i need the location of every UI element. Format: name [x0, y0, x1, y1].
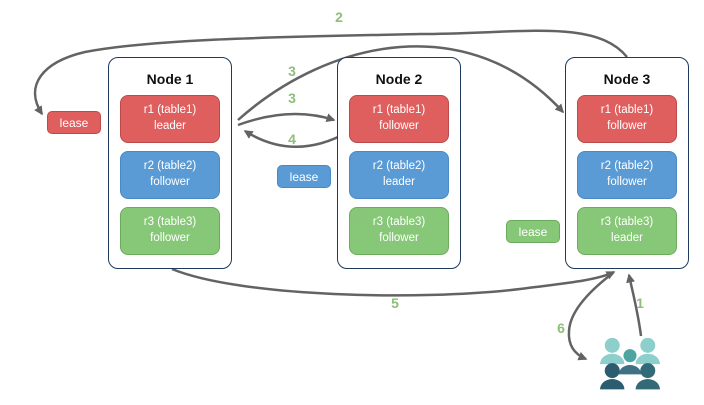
node-2-replica-r3: r3 (table3) follower	[349, 207, 449, 255]
node-1-replica-r3: r3 (table3) follower	[120, 207, 220, 255]
replica-role: follower	[379, 232, 419, 244]
replica-name: r1 (table1)	[600, 104, 654, 117]
node-3-replica-r1: r1 (table1) follower	[577, 95, 677, 143]
node-2-title: Node 2	[375, 71, 423, 87]
node-2: Node 2 r1 (table1) follower r2 (table2) …	[337, 57, 461, 269]
lease-badge-table3: lease	[506, 220, 560, 243]
step-label-3a: 3	[288, 63, 296, 79]
replica-name: r1 (table1)	[372, 104, 426, 117]
node-2-replica-r2: r2 (table2) leader	[349, 151, 449, 199]
step-label-3b: 3	[288, 90, 296, 106]
node-1-replica-r1: r1 (table1) leader	[120, 95, 220, 143]
replica-name: r2 (table2)	[372, 160, 426, 173]
replica-name: r3 (table3)	[372, 216, 426, 229]
replica-role: leader	[154, 120, 186, 132]
replica-name: r1 (table1)	[143, 104, 197, 117]
step-label-4: 4	[288, 131, 296, 147]
node-2-replica-r1: r1 (table1) follower	[349, 95, 449, 143]
replica-name: r3 (table3)	[600, 216, 654, 229]
step-label-1: 1	[636, 295, 644, 311]
replica-role: follower	[607, 120, 647, 132]
node-1-replica-r2: r2 (table2) follower	[120, 151, 220, 199]
replica-name: r3 (table3)	[143, 216, 197, 229]
replica-role: leader	[383, 176, 415, 188]
node-1-title: Node 1	[146, 71, 194, 87]
replica-role: follower	[150, 232, 190, 244]
step-label-6: 6	[557, 320, 565, 336]
replica-role: leader	[611, 232, 643, 244]
node-3-replica-r2: r2 (table2) follower	[577, 151, 677, 199]
replica-name: r2 (table2)	[143, 160, 197, 173]
lease-badge-table2: lease	[277, 165, 331, 188]
user-group-icon	[600, 337, 660, 390]
step-label-2: 2	[335, 9, 343, 25]
replica-role: follower	[379, 120, 419, 132]
arrow-step-5	[171, 267, 616, 297]
node-1: Node 1 r1 (table1) leader r2 (table2) fo…	[108, 57, 232, 269]
replica-role: follower	[150, 176, 190, 188]
node-3: Node 3 r1 (table1) follower r2 (table2) …	[565, 57, 689, 269]
step-label-5: 5	[391, 295, 399, 311]
replica-name: r2 (table2)	[600, 160, 654, 173]
arrow-step-3-to-node2	[237, 112, 336, 127]
node-3-title: Node 3	[603, 71, 651, 87]
replica-role: follower	[607, 176, 647, 188]
node-3-replica-r3: r3 (table3) leader	[577, 207, 677, 255]
lease-badge-table1: lease	[47, 111, 101, 134]
